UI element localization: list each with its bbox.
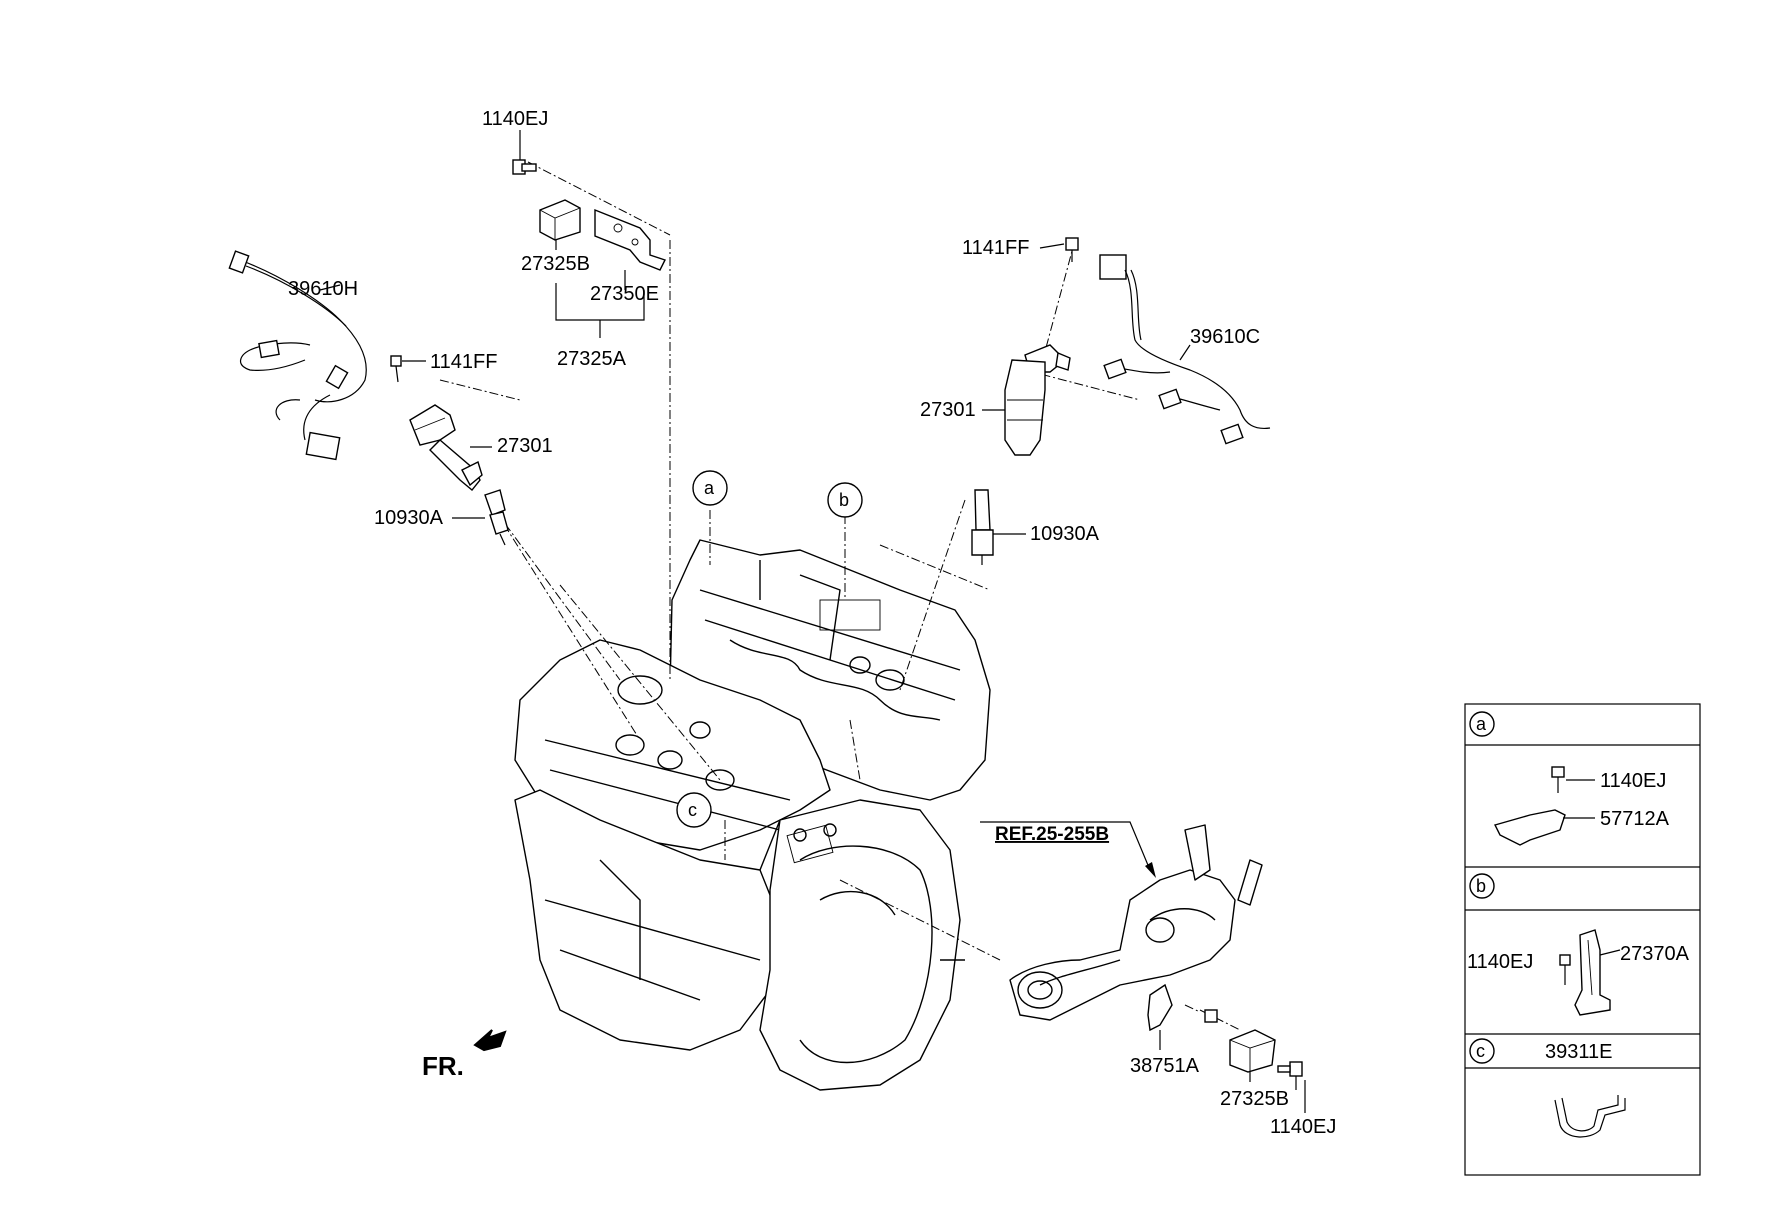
label-top-27325B: 27325B: [521, 253, 590, 275]
label-bottom-1140EJ: 1140EJ: [1270, 1116, 1336, 1138]
fr-arrow-icon: [473, 1029, 507, 1052]
legend-b-part-2: 27370A: [1620, 943, 1690, 965]
svg-text:c: c: [688, 800, 697, 820]
callout-a: a: [692, 470, 728, 506]
svg-text:b: b: [839, 490, 849, 510]
right-group-parts: [971, 237, 1271, 565]
label-ref: REF.25-255B: [995, 824, 1109, 845]
callout-c: c: [676, 792, 712, 828]
label-top-27350E: 27350E: [590, 283, 659, 305]
label-top-1140EJ: 1140EJ: [482, 108, 548, 130]
label-left-27301: 27301: [497, 435, 553, 457]
legend-a-part-2: 57712A: [1600, 808, 1670, 830]
svg-text:a: a: [704, 478, 715, 498]
label-left-39610H: 39610H: [288, 278, 358, 300]
label-right-1141FF: 1141FF: [962, 237, 1029, 259]
legend-c-title: 39311E: [1545, 1041, 1612, 1063]
legend-b-letter: b: [1476, 876, 1486, 896]
label-right-10930A: 10930A: [1030, 523, 1100, 545]
engine-block: [514, 539, 991, 1091]
legend-a-letter: a: [1476, 714, 1487, 734]
legend-section-b: b 1140EJ 27370A: [1467, 873, 1690, 1016]
leader-lines: [439, 161, 1241, 1031]
legend-section-c: c 39311E: [1469, 1038, 1626, 1138]
label-fr: FR.: [422, 1051, 464, 1081]
legend-section-a: a 1140EJ 57712A: [1469, 711, 1670, 846]
label-right-39610C: 39610C: [1190, 326, 1260, 348]
label-left-10930A: 10930A: [374, 507, 444, 529]
top-group-parts: [512, 159, 666, 338]
label-left-1141FF: 1141FF: [430, 351, 497, 373]
label-top-27325A: 27325A: [557, 348, 627, 370]
label-right-27301: 27301: [920, 399, 976, 421]
label-bottom-38751A: 38751A: [1130, 1055, 1200, 1077]
legend-table: a 1140EJ 57712A b 1140EJ 27370A c 39311E: [1464, 703, 1701, 1176]
callout-b: b: [827, 482, 863, 518]
intake-assembly: [980, 821, 1306, 1095]
legend-c-letter: c: [1476, 1041, 1485, 1061]
legend-b-part-1: 1140EJ: [1467, 951, 1533, 973]
legend-a-part-1: 1140EJ: [1600, 770, 1666, 792]
left-group-parts: [228, 250, 509, 546]
label-bottom-27325B: 27325B: [1220, 1088, 1289, 1110]
